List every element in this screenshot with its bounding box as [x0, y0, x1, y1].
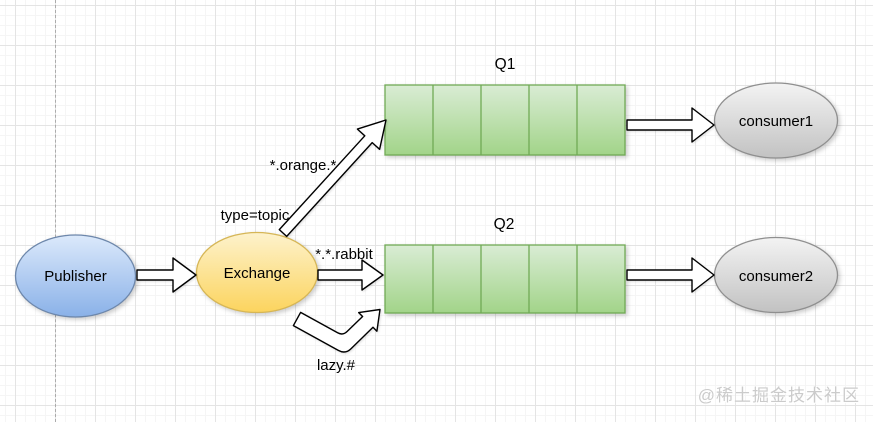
queue-q1-label: Q1	[495, 56, 516, 73]
queue-q1-body	[384, 84, 626, 156]
queue-q2-body	[384, 244, 626, 314]
publisher-node: Publisher	[14, 234, 137, 318]
queue-q1: Q1	[384, 56, 626, 156]
arrow-q1-to-consumer1	[626, 107, 715, 143]
consumer2-node: consumer2	[713, 236, 839, 314]
page-divider-dashed-line	[55, 0, 56, 422]
queue-q2: Q2	[384, 216, 626, 314]
arrow-exchange-to-q2	[317, 259, 384, 291]
watermark-text: @稀土掘金技术社区	[697, 386, 860, 405]
arrow-exchange-to-q1	[278, 119, 387, 238]
publisher-label: Publisher	[44, 268, 107, 285]
label-exchange-type: type=topic	[221, 207, 290, 224]
arrow-q2-to-consumer2	[626, 257, 715, 293]
exchange-node: Exchange	[195, 231, 319, 314]
consumer1-ellipse	[713, 82, 839, 159]
consumer2-label: consumer2	[739, 268, 813, 285]
label-binding-orange: *.orange.*	[270, 157, 337, 174]
label-binding-rabbit: *.*.rabbit	[315, 246, 373, 263]
consumer1-label: consumer1	[739, 113, 813, 130]
label-binding-lazy: lazy.#	[317, 357, 356, 374]
arrow-publisher-to-exchange	[136, 257, 197, 293]
exchange-label: Exchange	[224, 265, 291, 282]
queue-q2-label: Q2	[494, 216, 515, 233]
consumer1-node: consumer1	[713, 82, 839, 159]
arrow-exchange-to-q2-lazy	[292, 308, 381, 353]
publisher-ellipse	[14, 234, 137, 318]
